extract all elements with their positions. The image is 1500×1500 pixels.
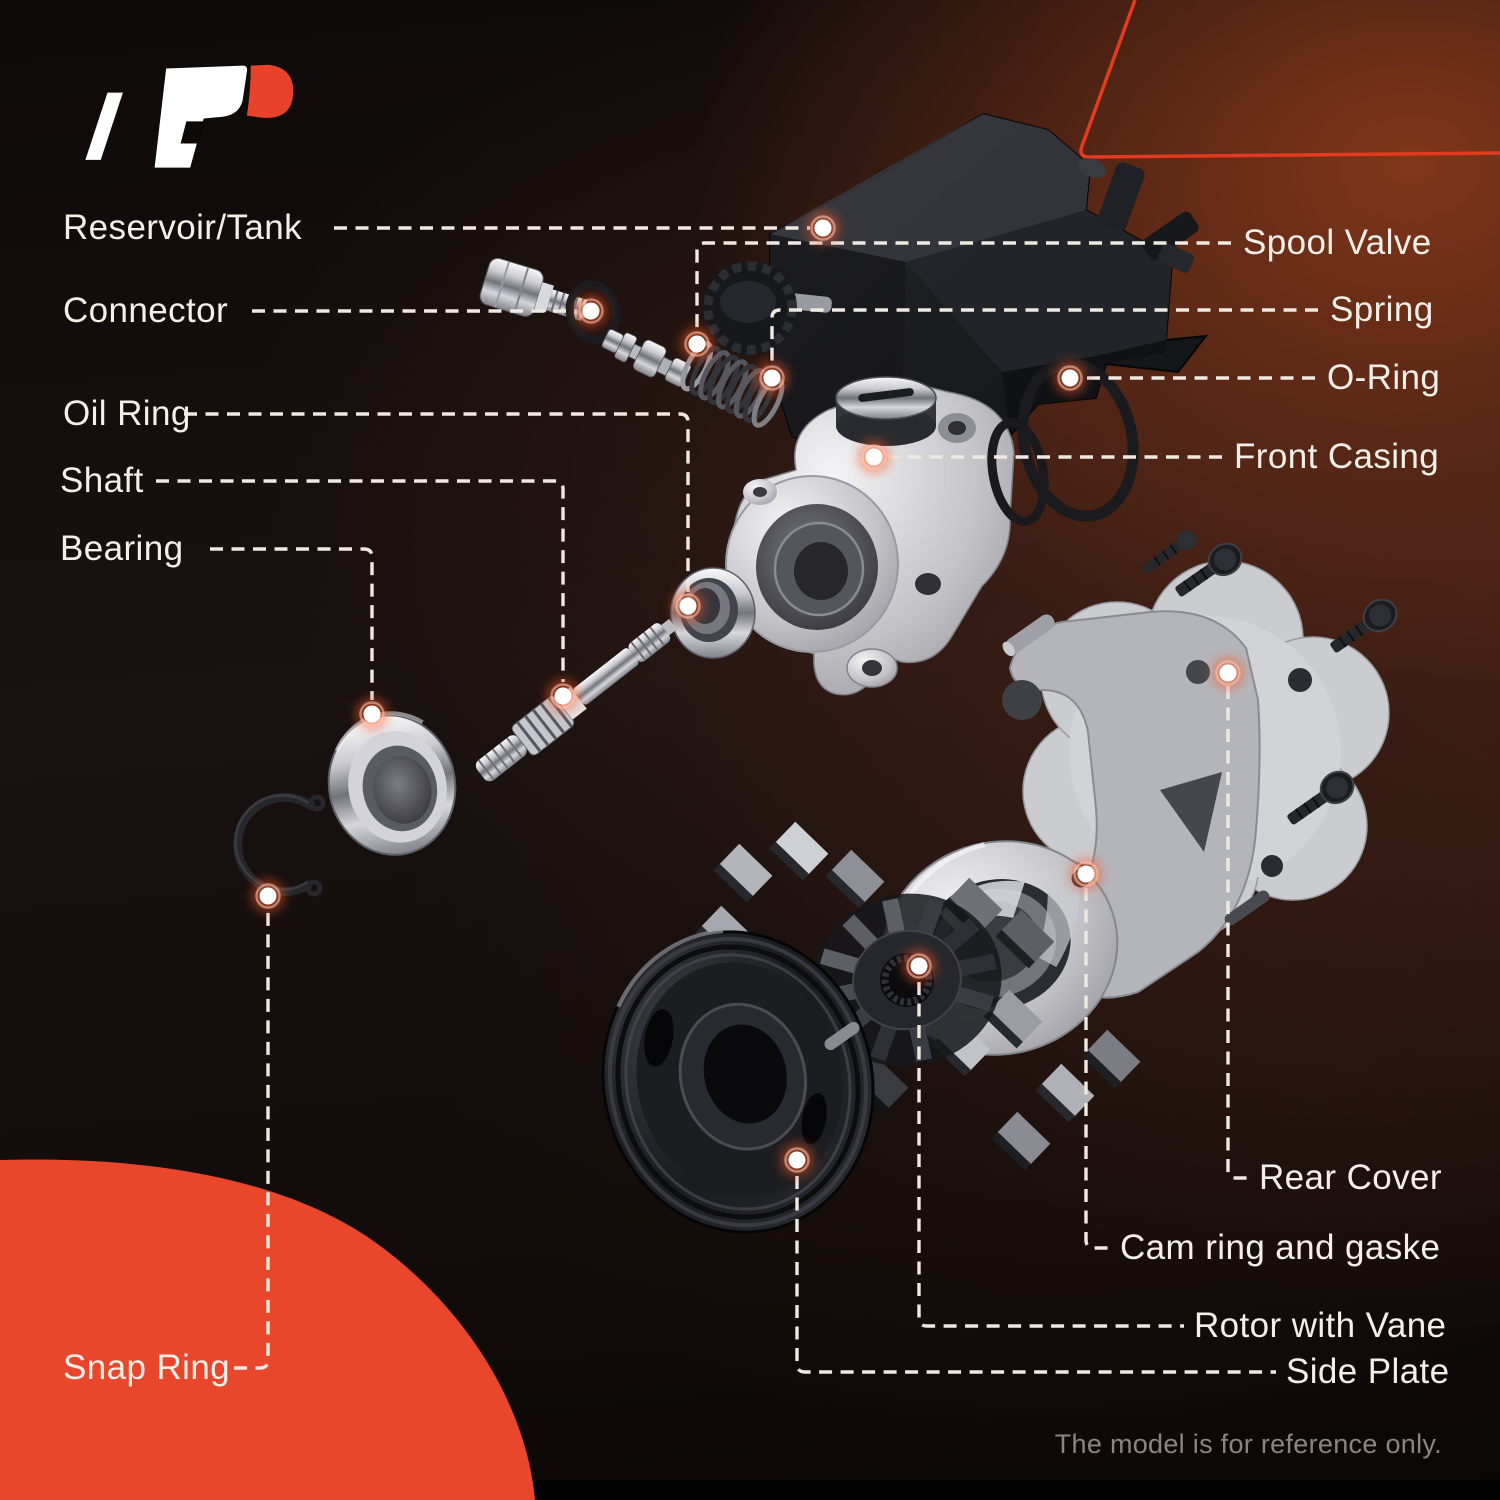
callout-cam-ring-gasket: Cam ring and gaske (1120, 1228, 1441, 1267)
leader-shaft (156, 479, 565, 682)
callout-rear-cover: Rear Cover (1259, 1158, 1442, 1197)
marker-rotor (903, 950, 935, 982)
marker-snap-ring (252, 880, 284, 912)
part-bearing (327, 711, 457, 856)
marker-reservoir-tank (807, 212, 839, 244)
part-o-ring-small (987, 418, 1049, 526)
callout-shaft: Shaft (60, 461, 144, 500)
part-front-casing (725, 376, 1015, 696)
callout-oil-ring: Oil Ring (63, 394, 191, 433)
leader-rear-cover (1226, 686, 1249, 1180)
callout-front-casing: Front Casing (1234, 437, 1440, 476)
marker-cam-ring (1070, 858, 1102, 890)
spool-valve-fittings (1077, 158, 1199, 273)
callout-rotor-with-vane: Rotor with Vane (1194, 1306, 1447, 1345)
leader-snap-ring (234, 910, 270, 1370)
part-bolts (824, 530, 1398, 1051)
marker-oil-ring (672, 590, 704, 622)
reference-disclaimer: The model is for reference only. (1054, 1429, 1442, 1459)
leader-spring (770, 308, 1318, 364)
marker-shaft (547, 680, 579, 712)
part-spool-valve (601, 329, 692, 387)
callout-connector: Connector (63, 291, 229, 330)
leader-oil-ring (184, 412, 690, 592)
leader-bearing (210, 547, 374, 700)
leader-side-plate (795, 1176, 1276, 1374)
part-dowel-pin (1002, 614, 1055, 657)
marker-spring (756, 362, 788, 394)
callout-side-plate: Side Plate (1286, 1352, 1450, 1391)
marker-front-casing (858, 441, 890, 473)
reservoir-cap-knob (703, 261, 832, 355)
marker-o-ring (1054, 362, 1086, 394)
marker-rear-cover (1212, 657, 1244, 689)
a-premium-logo-icon (85, 64, 294, 168)
callout-bearing: Bearing (60, 529, 184, 568)
callout-spool-valve: Spool Valve (1243, 223, 1432, 262)
callout-o-ring: O-Ring (1327, 358, 1441, 397)
callout-spring: Spring (1330, 290, 1434, 329)
marker-connector (575, 295, 607, 327)
brand-logo (70, 52, 320, 187)
callout-reservoir-tank: Reservoir/Tank (63, 208, 303, 247)
red-outline-accent (1079, 0, 1500, 159)
leader-spool-valve (695, 241, 1231, 330)
leader-rotor (917, 982, 1184, 1328)
marker-bearing (356, 698, 388, 730)
callout-snap-ring: Snap Ring (63, 1348, 231, 1387)
marker-spool-valve (681, 328, 713, 360)
part-gasket (1002, 610, 1261, 999)
part-connector-o-ring (565, 280, 621, 344)
leader-cam-ring (1084, 888, 1112, 1250)
marker-side-plate (781, 1144, 813, 1176)
